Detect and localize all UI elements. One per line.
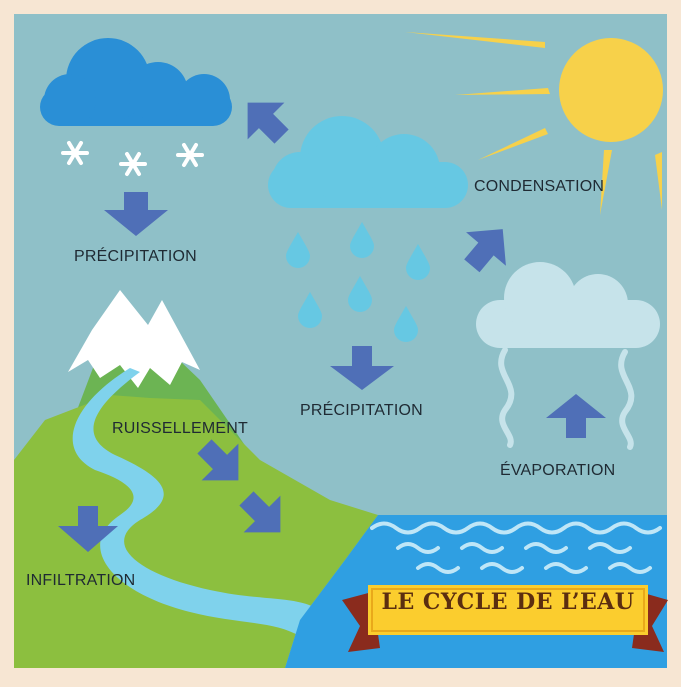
rain-cloud bbox=[268, 116, 468, 208]
wave bbox=[396, 542, 440, 554]
river bbox=[72, 368, 323, 640]
label-ruissellement: RUISSELLEMENT bbox=[112, 420, 248, 437]
steam-wisp bbox=[618, 349, 635, 450]
sun-disc bbox=[559, 38, 663, 142]
label-infiltration: INFILTRATION bbox=[26, 572, 136, 589]
sun-ray bbox=[655, 152, 662, 210]
wave bbox=[608, 562, 652, 574]
title-banner bbox=[342, 585, 668, 652]
waves bbox=[370, 521, 662, 574]
wave bbox=[416, 562, 460, 574]
raindrop-icon bbox=[406, 244, 430, 280]
steam-wisp bbox=[498, 347, 515, 448]
raindrop-icon bbox=[350, 222, 374, 258]
wave bbox=[544, 562, 588, 574]
snowflake-icon bbox=[119, 152, 147, 176]
snow-cloud bbox=[40, 38, 232, 126]
arrow-down-icon bbox=[104, 192, 168, 236]
arrows bbox=[58, 102, 606, 552]
sun-ray bbox=[600, 150, 612, 215]
snowflakes bbox=[61, 141, 204, 176]
sun-ray bbox=[405, 32, 545, 48]
wave bbox=[588, 542, 632, 554]
arrow-down-icon bbox=[330, 346, 394, 390]
wave bbox=[460, 542, 504, 554]
arrow-down-right-icon bbox=[239, 491, 281, 533]
sun-ray bbox=[455, 88, 550, 95]
raindrops bbox=[286, 222, 430, 342]
evaporation-cloud bbox=[476, 262, 660, 348]
arrow-up-right-icon bbox=[464, 229, 506, 273]
sun bbox=[405, 32, 663, 215]
arrow-up-left-icon bbox=[247, 102, 289, 144]
raindrop-icon bbox=[286, 232, 310, 268]
raindrop-icon bbox=[394, 306, 418, 342]
arrow-up-icon bbox=[546, 394, 606, 438]
banner-body bbox=[368, 585, 648, 635]
banner-border bbox=[371, 588, 645, 632]
label-precipitation-rain: PRÉCIPITATION bbox=[300, 402, 423, 419]
wave bbox=[480, 562, 524, 574]
arrow-down-icon bbox=[58, 506, 118, 552]
diagram-title: LE CYCLE DE L’EAU bbox=[381, 589, 635, 615]
label-condensation: CONDENSATION bbox=[474, 178, 605, 195]
sun-ray bbox=[478, 128, 548, 160]
snowflake-icon bbox=[176, 143, 204, 167]
label-evaporation: ÉVAPORATION bbox=[500, 462, 616, 479]
steam-wisps bbox=[498, 347, 635, 450]
snowflake-icon bbox=[61, 141, 89, 165]
label-precipitation-snow: PRÉCIPITATION bbox=[74, 248, 197, 265]
mountain-snowcap bbox=[68, 290, 200, 388]
arrow-down-right-icon bbox=[197, 439, 239, 481]
raindrop-icon bbox=[298, 292, 322, 328]
wave bbox=[370, 521, 662, 535]
wave bbox=[524, 542, 568, 554]
raindrop-icon bbox=[348, 276, 372, 312]
